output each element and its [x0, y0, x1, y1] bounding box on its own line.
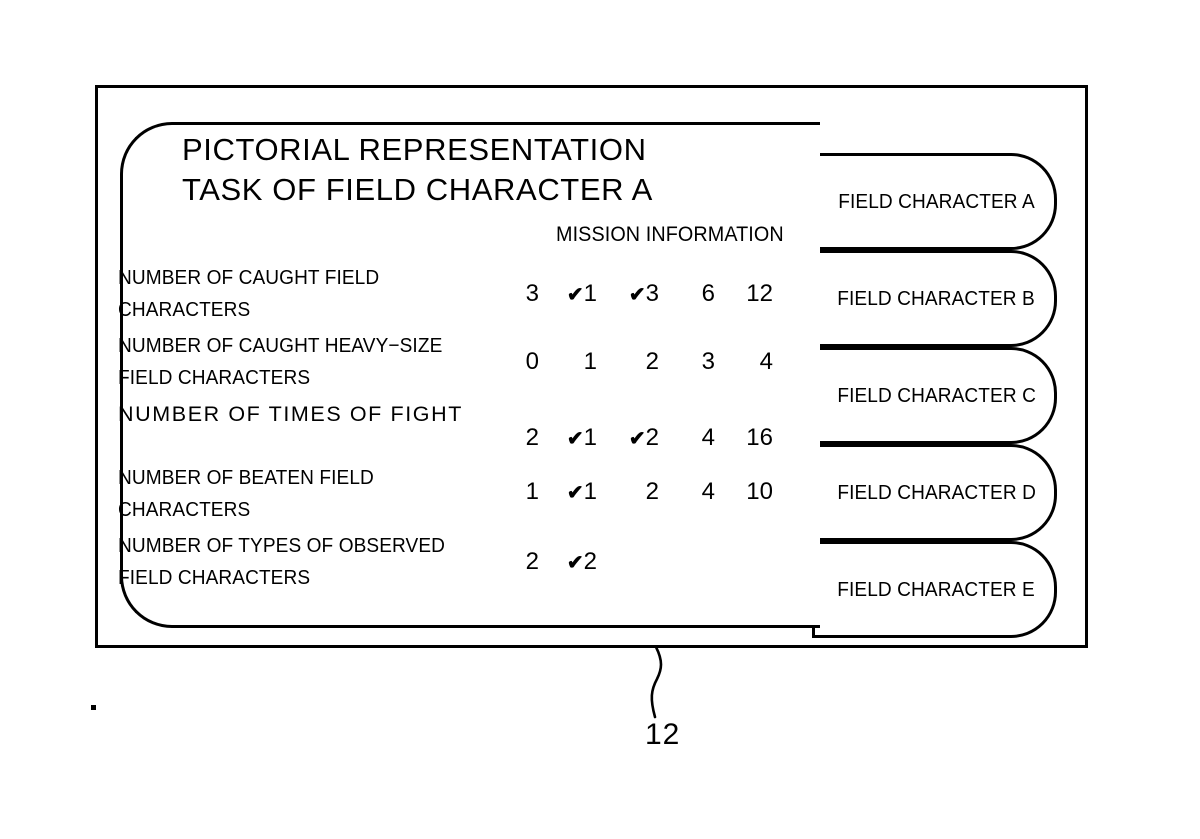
value-text: 0: [525, 348, 539, 375]
value-cell: 4: [659, 424, 715, 452]
value-cell: ✔1: [539, 478, 597, 506]
tab-field-character-c[interactable]: FIELD CHARACTER C: [812, 347, 1057, 444]
value-text: 6: [701, 280, 715, 307]
tab-label: FIELD CHARACTER E: [837, 577, 1036, 601]
value-text: 12: [746, 280, 773, 307]
value-cell: ✔1: [539, 424, 597, 452]
field-character-tab-stack: FIELD CHARACTER A FIELD CHARACTER B FIEL…: [812, 153, 1057, 638]
value-text: 1: [583, 280, 597, 307]
value-cell: 1: [503, 478, 539, 506]
check-icon: ✔: [566, 482, 584, 504]
panel-tab-merge-mask: [806, 158, 818, 244]
value-text: 1: [583, 424, 597, 451]
value-text: 10: [746, 478, 773, 505]
value-cell: 6: [659, 280, 715, 308]
value-text: 2: [645, 348, 659, 375]
value-cell: 0: [503, 348, 539, 376]
value-cell: ✔1: [539, 280, 597, 308]
mission-information-table: NUMBER OF CAUGHT FIELD CHARACTERS 3 ✔1 ✔…: [118, 262, 818, 598]
value-cell: 2: [503, 424, 539, 452]
value-cell: [659, 548, 715, 576]
row-values: 3 ✔1 ✔3 6 12: [503, 280, 773, 308]
row-values: 0 1 2 3 4: [503, 348, 773, 376]
row-label: NUMBER OF TYPES OF OBSERVED FIELD CHARAC…: [118, 534, 446, 589]
tab-label: FIELD CHARACTER A: [838, 189, 1035, 213]
check-icon: ✔: [566, 552, 584, 574]
check-icon: ✔: [628, 284, 646, 306]
row-label: NUMBER OF CAUGHT HEAVY−SIZE FIELD CHARAC…: [118, 334, 443, 389]
tab-label: FIELD CHARACTER D: [837, 480, 1036, 504]
value-cell: [715, 548, 773, 576]
value-text: 1: [525, 478, 539, 505]
table-row: NUMBER OF BEATEN FIELD CHARACTERS 1 ✔1 2…: [118, 462, 818, 530]
value-text: 4: [701, 424, 715, 451]
value-cell: ✔3: [597, 280, 659, 308]
value-cell: 12: [715, 280, 773, 308]
value-text: 4: [701, 478, 715, 505]
value-text: 2: [583, 548, 597, 575]
value-cell: 16: [715, 424, 773, 452]
tab-label: FIELD CHARACTER B: [837, 286, 1036, 310]
value-text: 1: [583, 478, 597, 505]
value-text: 16: [746, 424, 773, 451]
value-cell: 10: [715, 478, 773, 506]
value-cell: 4: [715, 348, 773, 376]
value-cell: 3: [503, 280, 539, 308]
table-row: NUMBER OF CAUGHT HEAVY−SIZE FIELD CHARAC…: [118, 330, 818, 398]
row-label: NUMBER OF CAUGHT FIELD CHARACTERS: [118, 266, 380, 321]
table-row: NUMBER OF CAUGHT FIELD CHARACTERS 3 ✔1 ✔…: [118, 262, 818, 330]
table-row: NUMBER OF TIMES OF FIGHT 2 ✔1 ✔2 4 16: [118, 398, 818, 454]
corner-dot-mark: [91, 705, 96, 710]
tab-field-character-a[interactable]: FIELD CHARACTER A: [812, 153, 1057, 250]
tab-field-character-b[interactable]: FIELD CHARACTER B: [812, 250, 1057, 347]
row-values: 2 ✔1 ✔2 4 16: [503, 424, 773, 452]
task-detail-panel: [120, 122, 820, 628]
value-cell: 4: [659, 478, 715, 506]
value-cell: 3: [659, 348, 715, 376]
value-cell: 1: [539, 348, 597, 376]
page-title: PICTORIAL REPRESENTATION TASK OF FIELD C…: [182, 132, 653, 207]
row-label: NUMBER OF BEATEN FIELD CHARACTERS: [118, 466, 374, 521]
row-values: 1 ✔1 2 4 10: [503, 478, 773, 506]
check-icon: ✔: [566, 428, 584, 450]
row-values: 2 ✔2: [503, 548, 773, 576]
value-cell: ✔2: [539, 548, 597, 576]
value-text: 3: [701, 348, 715, 375]
value-text: 2: [525, 424, 539, 451]
mission-information-header: MISSION INFORMATION: [556, 222, 784, 246]
value-text: 2: [645, 424, 659, 451]
value-cell: 2: [597, 478, 659, 506]
tab-field-character-d[interactable]: FIELD CHARACTER D: [812, 444, 1057, 541]
tab-field-character-e[interactable]: FIELD CHARACTER E: [812, 541, 1057, 638]
value-text: 3: [645, 280, 659, 307]
value-text: 4: [759, 348, 773, 375]
value-cell: ✔2: [597, 424, 659, 452]
value-text: 3: [525, 280, 539, 307]
value-cell: 2: [503, 548, 539, 576]
row-label: NUMBER OF TIMES OF FIGHT: [118, 402, 463, 426]
check-icon: ✔: [628, 428, 646, 450]
reference-leader-line: [650, 645, 663, 719]
value-cell: 2: [597, 348, 659, 376]
value-text: 2: [525, 548, 539, 575]
table-row: NUMBER OF TYPES OF OBSERVED FIELD CHARAC…: [118, 530, 818, 598]
value-text: 1: [583, 348, 597, 375]
value-cell: [597, 548, 659, 576]
check-icon: ✔: [566, 284, 584, 306]
value-text: 2: [645, 478, 659, 505]
reference-numeral: 12: [645, 718, 681, 751]
tab-label: FIELD CHARACTER C: [837, 383, 1036, 407]
